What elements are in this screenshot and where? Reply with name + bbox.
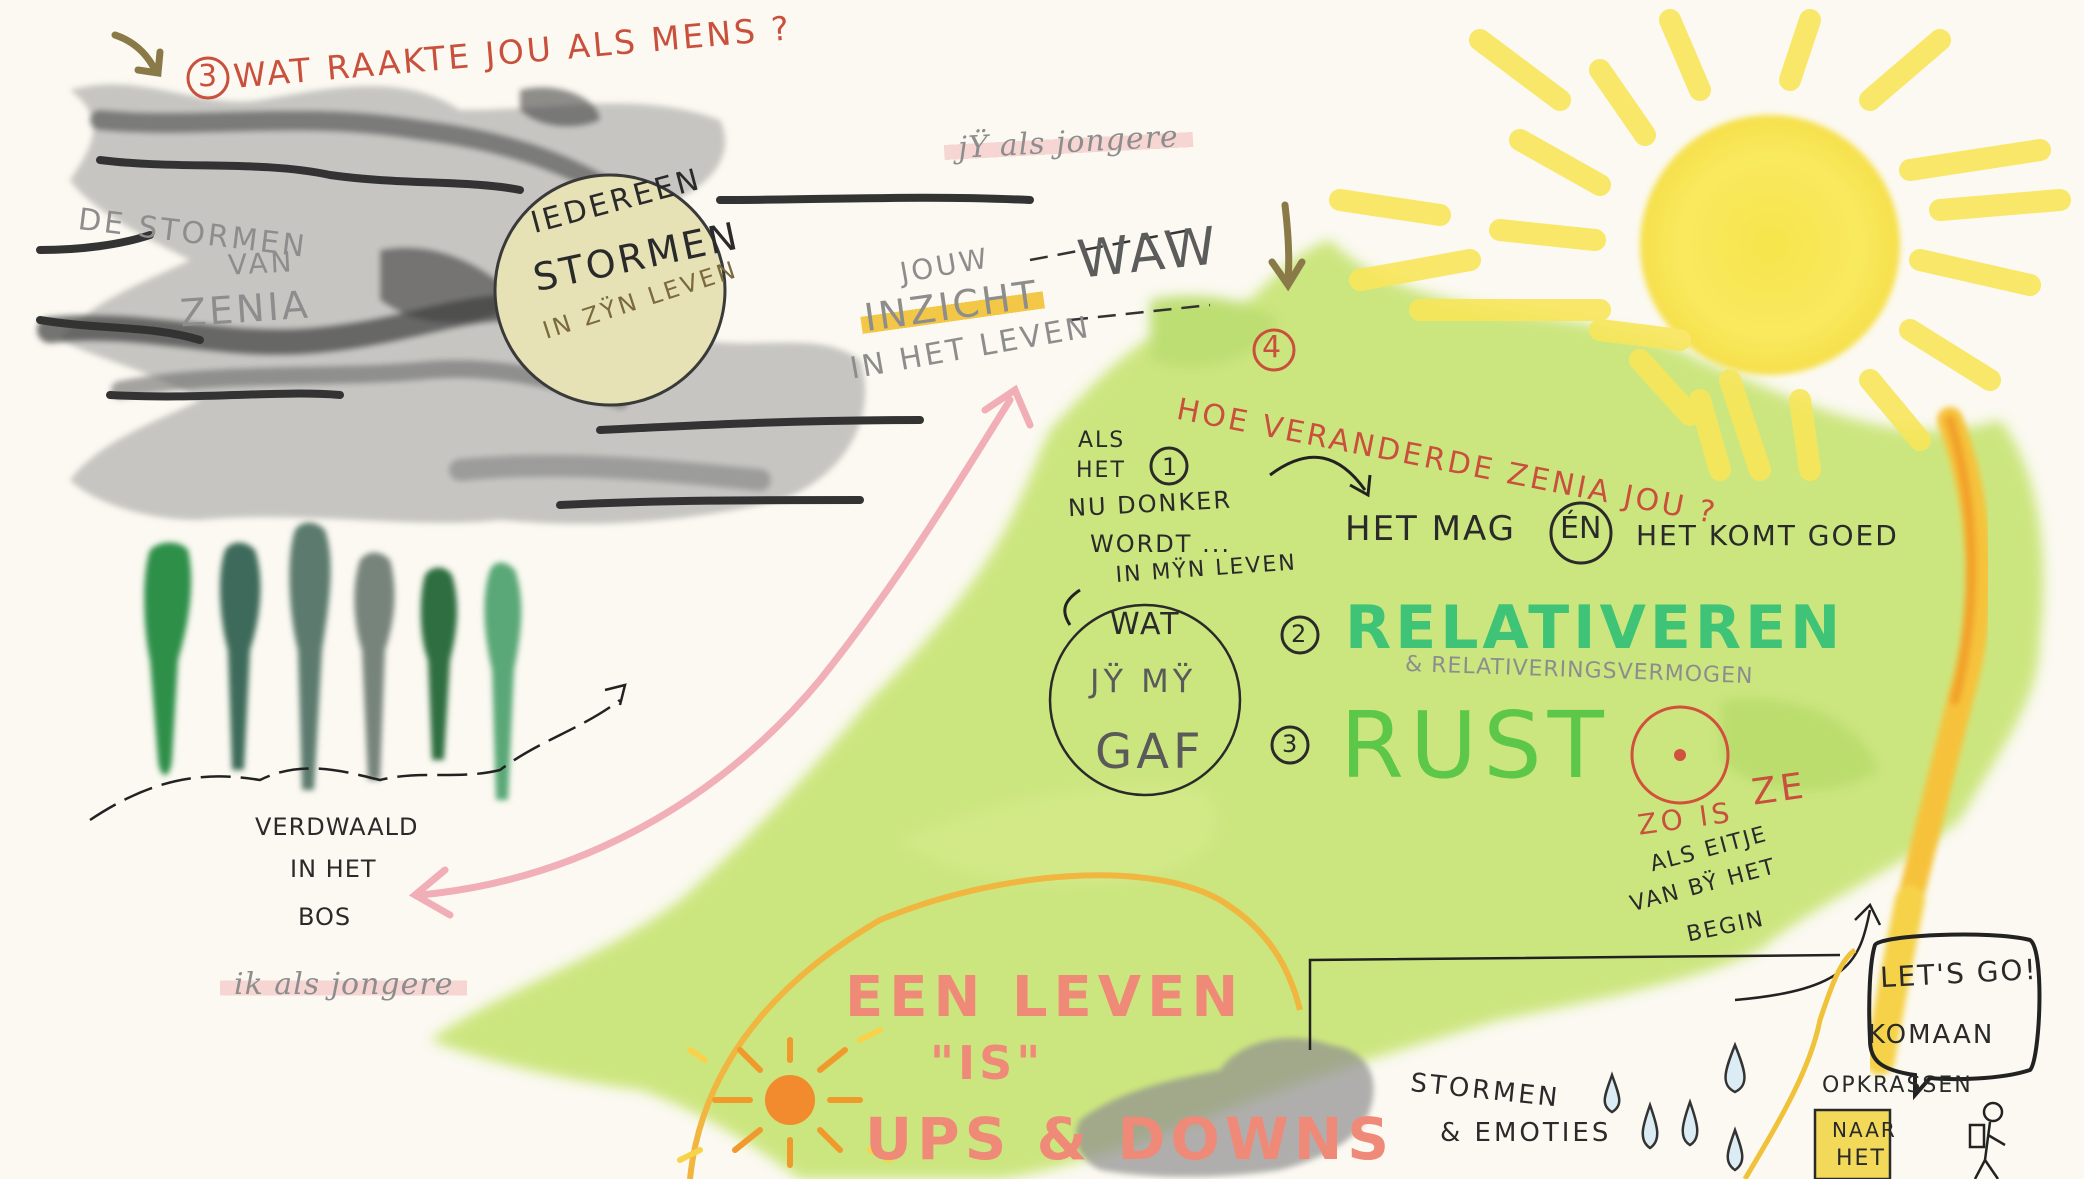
pink-double-arrow [408, 384, 1034, 919]
life-line2: "IS" [930, 1036, 1045, 1090]
green-wash [430, 240, 2044, 1179]
life-line3: UPS & DOWNS [865, 1105, 1395, 1173]
black-arrow [1063, 455, 1372, 626]
olive-arrows [111, 31, 1306, 292]
sun-icon [1329, 9, 2071, 481]
forest-label-line3: BOS [298, 903, 352, 931]
lets-go-line2: KOMAAN [1868, 1020, 1995, 1050]
storm-label-line3: ZENIA [178, 282, 313, 336]
gift-line2: JŸ MŸ [1090, 662, 1197, 700]
forest-trees [144, 522, 522, 800]
forest-label-line1: VERDWAALD [255, 813, 419, 841]
mini-sun-icon [712, 1037, 863, 1168]
insight-waw: WAW [1074, 216, 1222, 291]
lets-go-line1: LET'S GO! [1879, 952, 2039, 995]
yellow-path-line [1742, 947, 1857, 1179]
dark-line1: ALS [1078, 428, 1126, 453]
sign-line2: HET [1836, 1146, 1886, 1171]
life-arch [687, 872, 1303, 1179]
het-mag-en: ÉN [1560, 511, 1602, 546]
sign-post [1813, 1108, 1892, 1179]
het-mag-part2: HET KOMT GOED [1636, 519, 1899, 552]
speech-bubble [1867, 932, 2042, 1101]
gift-line1: WAT [1110, 607, 1181, 642]
storms-emotions-line2: & EMOTIES [1440, 1118, 1612, 1148]
en-circle [1549, 501, 1613, 565]
item2-num: 2 [1291, 620, 1307, 648]
q4-number: 4 [1262, 330, 1282, 365]
dark-line2: HET [1076, 458, 1126, 483]
hill-line [89, 698, 621, 822]
bottom-storm-cloud [1076, 1038, 1374, 1177]
item3-num: 3 [1282, 730, 1298, 758]
storm-clouds [37, 84, 866, 524]
dark-line4: WORDT ... [1090, 530, 1231, 558]
moon-circle [493, 173, 727, 407]
opkrassen-label: OPKRASSEN [1822, 1073, 1973, 1098]
storm-ink-lines [36, 156, 1034, 509]
egg-target-icon [1630, 705, 1730, 805]
q3-number: 3 [198, 59, 218, 94]
insight-lines [1029, 228, 1211, 322]
hill-arrowhead [604, 683, 627, 706]
number-circles [186, 56, 1320, 765]
forest-label-line2: IN HET [290, 855, 377, 883]
egg-ze: ZE [1749, 765, 1810, 814]
item2-title: RELATIVEREN [1345, 593, 1845, 663]
hiker-figure [1968, 1101, 2006, 1179]
gift-circle [1048, 603, 1242, 797]
mini-sun-dashes [677, 1027, 893, 1163]
raindrops-icon [1603, 1041, 1746, 1172]
storm-label-line2: VAN [227, 245, 296, 282]
orange-path [1865, 407, 1992, 1075]
sign-line1: NAAR [1832, 1118, 1897, 1142]
younger-me-label: ik als jongere [220, 970, 468, 1000]
life-line1: EEN LEVEN [845, 965, 1245, 1030]
het-mag-part1: HET MAG [1345, 509, 1516, 549]
emotions-box [1308, 953, 1841, 1050]
dark-num: 1 [1162, 453, 1178, 481]
gift-line3: GAF [1095, 724, 1205, 780]
item3-title: RUST [1340, 692, 1610, 799]
